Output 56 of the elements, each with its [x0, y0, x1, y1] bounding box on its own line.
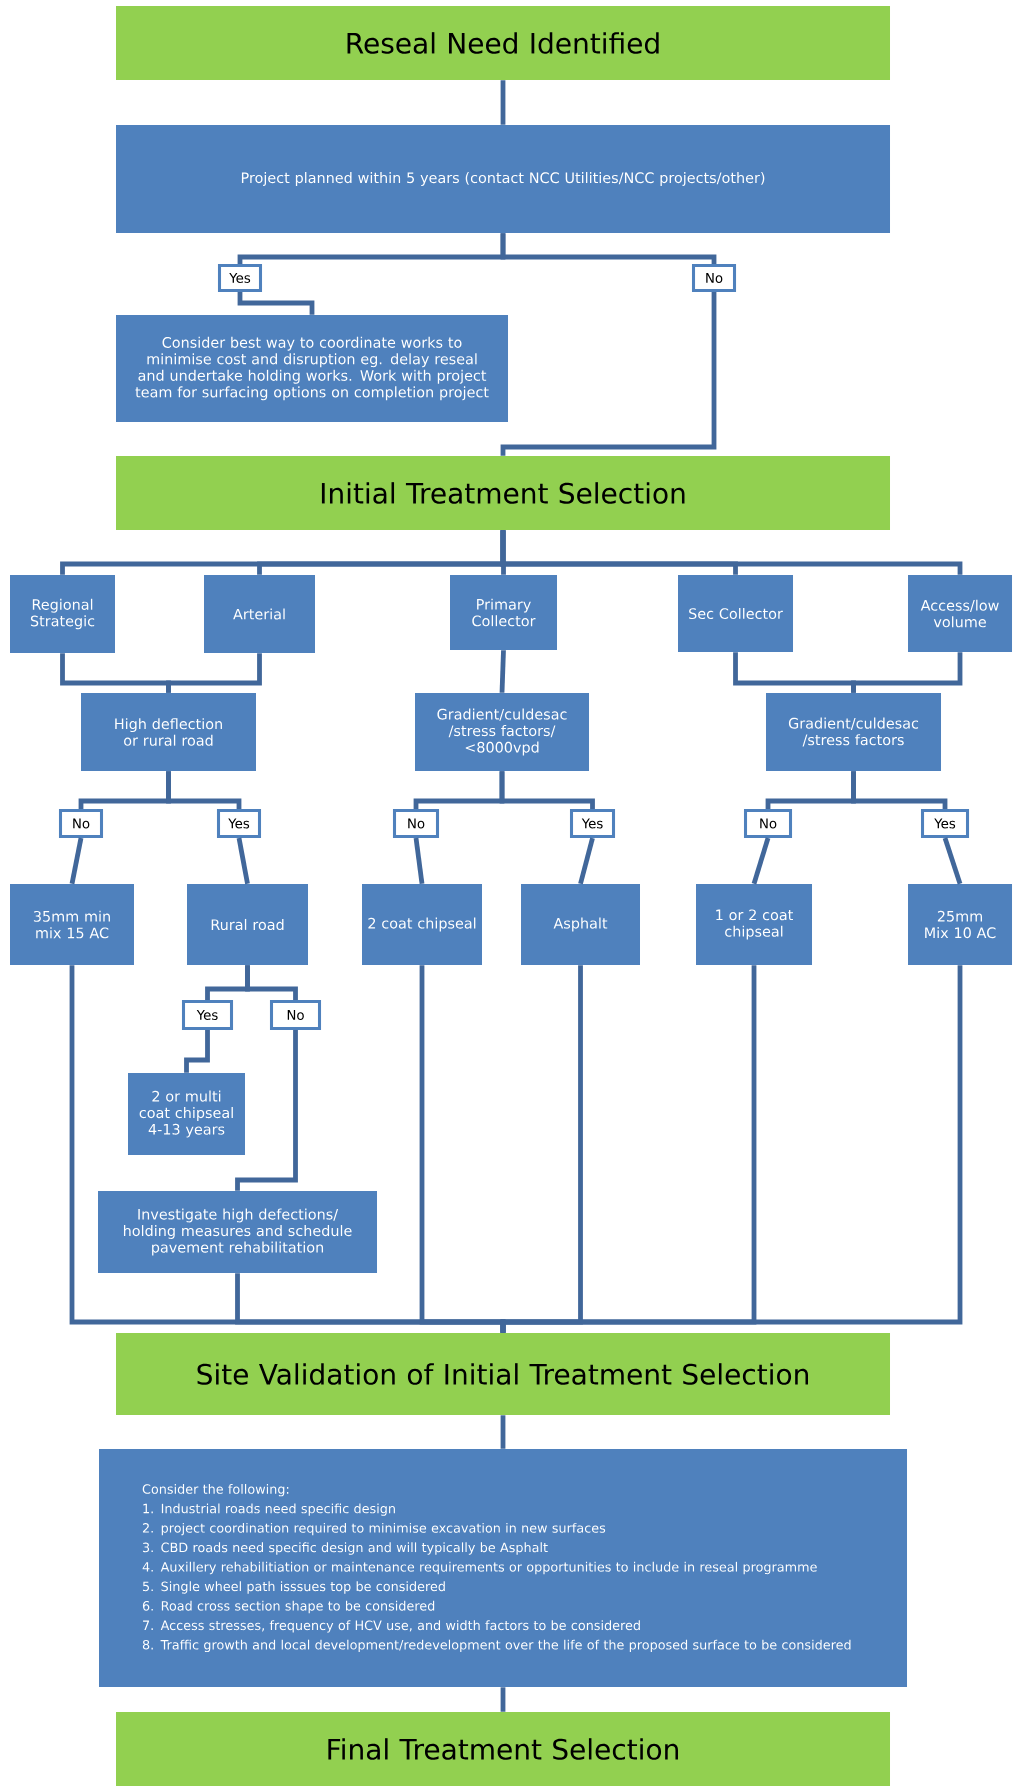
- connector-line: [69, 837, 84, 885]
- connector-line: [578, 837, 595, 885]
- process-box: Sec Collector: [678, 575, 793, 652]
- stage-banner: Initial Treatment Selection: [116, 456, 890, 530]
- connector-line: [499, 771, 595, 809]
- process-box: 2 coat chipseal: [362, 884, 482, 965]
- process-box: Asphalt: [521, 884, 640, 965]
- process-box: 1 or 2 coat chipseal: [696, 884, 812, 965]
- process-box: Gradient/culdesac /stress factors/ <8000vpd: [415, 693, 589, 771]
- connector-line: [235, 1030, 298, 1191]
- stage-banner: Final Treatment Selection: [116, 1712, 890, 1787]
- process-box: Investigate high defections/ holding measures and schedule pavement rehabilitation: [98, 1191, 377, 1273]
- connector-line: [500, 292, 717, 456]
- stage-banner: Site Validation of Initial Treatment Selection: [116, 1333, 890, 1415]
- connector-line: [184, 1030, 210, 1073]
- process-box: Rural road: [187, 884, 308, 965]
- choice-tag: Yes: [216, 808, 262, 839]
- connector-line: [500, 965, 963, 1333]
- choice-tag: Yes: [217, 263, 263, 293]
- choice-tag: No: [392, 808, 440, 839]
- connector-line: [237, 292, 315, 315]
- choice-tag: Yes: [569, 808, 616, 839]
- choice-tag: No: [691, 263, 737, 293]
- connector-line: [245, 965, 298, 1000]
- process-box: High deflection or rural road: [81, 693, 256, 771]
- choice-tag: Yes: [181, 999, 234, 1031]
- choice-tag: No: [743, 808, 793, 839]
- connector-line: [500, 80, 506, 125]
- connector-line: [166, 771, 242, 809]
- connector-line: [499, 650, 506, 693]
- choice-tag: No: [58, 808, 104, 839]
- connector-line: [166, 653, 262, 693]
- process-box: Consider best way to coordinate works to minimise cost and disruption eg. delay reseal and undertake holding works. Work with project team for surfacing options on completion project: [116, 315, 508, 422]
- connector-line: [413, 837, 425, 885]
- process-box: Primary Collector: [450, 575, 557, 650]
- connector-line: [500, 530, 963, 575]
- connector-line: [751, 837, 771, 885]
- choice-tag: Yes: [921, 808, 970, 839]
- connector-line: [851, 771, 948, 809]
- connector-line: [500, 1415, 506, 1449]
- note-box: Consider the following: 1. Industrial roads need specific design 2. project coordination required to minimise excavation in new surfaces 3. CBD roads need specific design and will typically be Asphalt 4. Auxillery rehabilitiation or maintenance requirements or opportunities to include in reseal programme 5. Single wheel path isssues top be considered 6. Road cross section shape to be considered 7. Access stresses, frequency of HCV use, and width factors to be considered 8. Traffic growth and local development/redevelopment over the life of the proposed surface to be considered: [99, 1449, 907, 1687]
- process-box: Regional Strategic: [10, 575, 115, 653]
- connector-line: [851, 652, 963, 693]
- process-box: 2 or multi coat chipseal 4-13 years: [128, 1073, 245, 1155]
- connector-line: [500, 1687, 506, 1712]
- connector-line: [942, 837, 963, 885]
- process-box: 25mm Mix 10 AC: [908, 884, 1012, 965]
- stage-banner: Reseal Need Identified: [116, 6, 890, 80]
- process-box: Project planned within 5 years (contact NCC Utilities/NCC projects/other): [116, 125, 890, 233]
- process-box: Arterial: [204, 575, 315, 653]
- process-box: Access/low volume: [908, 575, 1012, 652]
- connector-line: [500, 233, 717, 264]
- connector-line: [236, 837, 250, 885]
- process-box: Gradient/culdesac /stress factors: [766, 693, 941, 771]
- process-box: 35mm min mix 15 AC: [10, 884, 134, 965]
- choice-tag: No: [269, 999, 322, 1031]
